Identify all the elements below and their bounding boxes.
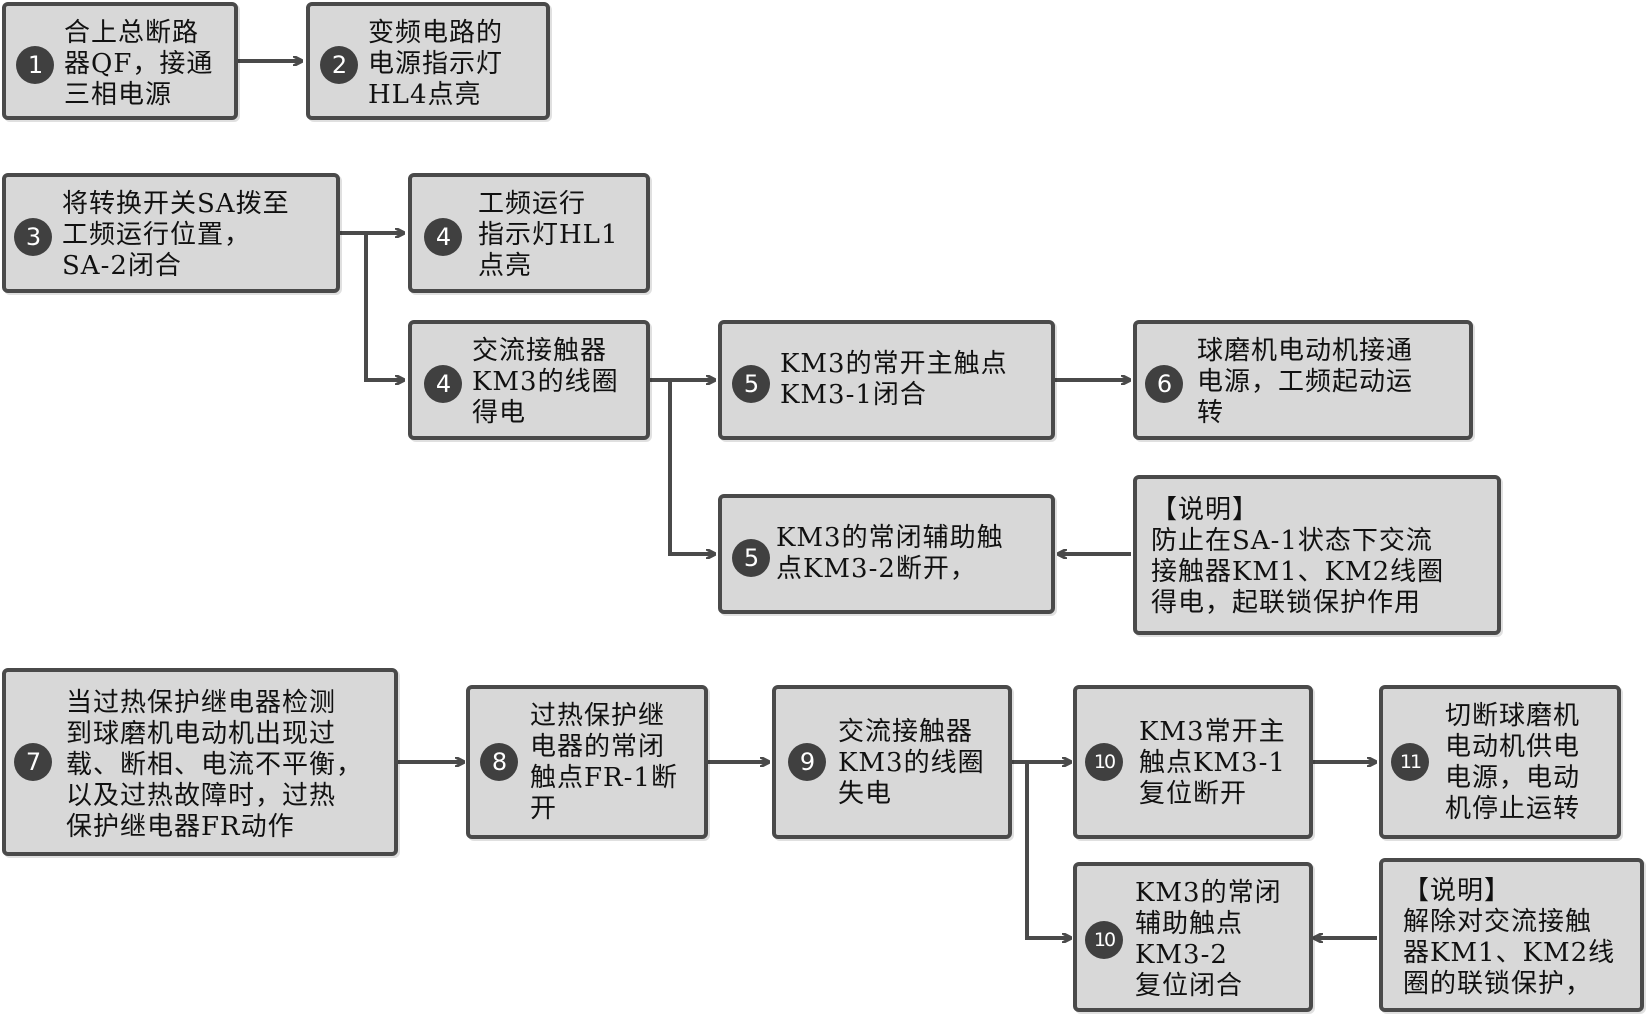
note-text: 【说明】 防止在SA-1状态下交流 接触器KM1、KM2线圈 得电，起联锁保护作…	[1151, 495, 1445, 618]
step-text: 切断球磨机 电动机供电 电源，电动 机停止运转	[1445, 701, 1581, 824]
arrow-4b-to-5b	[668, 380, 715, 554]
step-number-badge: 9	[788, 743, 826, 781]
step-11-box: 11 切断球磨机 电动机供电 电源，电动 机停止运转	[1379, 685, 1621, 839]
step-number-badge: 6	[1145, 365, 1183, 403]
arrow-9-to-10b	[1025, 762, 1071, 938]
step-10a-box: 10 KM3常开主 触点KM3-1 复位断开	[1073, 685, 1313, 839]
step-5a-box: 5 KM3的常开主触点 KM3-1闭合	[718, 320, 1055, 440]
step-number-badge: 2	[320, 46, 358, 84]
note-box-2: 【说明】 解除对交流接触 器KM1、KM2线 圈的联锁保护，	[1379, 858, 1644, 1012]
step-number-badge: 1	[16, 46, 54, 84]
step-text: 球磨机电动机接通 电源，工频起动运 转	[1197, 336, 1414, 428]
step-9-box: 9 交流接触器 KM3的线圈 失电	[772, 685, 1012, 839]
step-text: 交流接触器 KM3的线圈 失电	[838, 717, 985, 809]
step-number-badge: 10	[1085, 921, 1123, 959]
step-number-badge: 3	[14, 218, 52, 256]
step-3-box: 3 将转换开关SA拨至 工频运行位置， SA-2闭合	[2, 173, 340, 293]
step-text: 变频电路的 电源指示灯 HL4点亮	[368, 18, 504, 110]
step-number-badge: 7	[14, 743, 52, 781]
step-1-box: 1 合上总断路 器QF，接通 三相电源	[2, 2, 238, 120]
step-6-box: 6 球磨机电动机接通 电源，工频起动运 转	[1133, 320, 1473, 440]
step-text: 合上总断路 器QF，接通 三相电源	[64, 18, 214, 110]
step-number-badge: 5	[732, 539, 770, 577]
step-text: 交流接触器 KM3的线圈 得电	[472, 336, 619, 428]
note-box-1: 【说明】 防止在SA-1状态下交流 接触器KM1、KM2线圈 得电，起联锁保护作…	[1133, 475, 1501, 635]
step-number-badge: 8	[480, 743, 518, 781]
step-2-box: 2 变频电路的 电源指示灯 HL4点亮	[306, 2, 550, 120]
step-10b-box: 10 KM3的常闭 辅助触点 KM3-2 复位闭合	[1073, 862, 1313, 1012]
step-text: KM3常开主 触点KM3-1 复位断开	[1139, 717, 1286, 809]
step-4a-box: 4 工频运行 指示灯HL1 点亮	[408, 173, 650, 293]
step-4b-box: 4 交流接触器 KM3的线圈 得电	[408, 320, 650, 440]
step-text: KM3的常开主触点 KM3-1闭合	[780, 349, 1008, 410]
step-7-box: 7 当过热保护继电器检测 到球磨机电动机出现过 载、断相、电流不平衡， 以及过热…	[2, 668, 398, 856]
step-text: 当过热保护继电器检测 到球磨机电动机出现过 载、断相、电流不平衡， 以及过热故障…	[66, 688, 364, 842]
step-number-badge: 10	[1085, 743, 1123, 781]
step-text: 过热保护继 电器的常闭 触点FR-1断 开	[530, 701, 678, 824]
step-text: KM3的常闭辅助触 点KM3-2断开，	[776, 523, 1004, 584]
step-text: 工频运行 指示灯HL1 点亮	[478, 189, 619, 281]
step-5b-box: 5 KM3的常闭辅助触 点KM3-2断开，	[718, 494, 1055, 614]
note-text: 【说明】 解除对交流接触 器KM1、KM2线 圈的联锁保护，	[1403, 876, 1616, 999]
step-number-badge: 4	[424, 365, 462, 403]
step-number-badge: 4	[424, 218, 462, 256]
arrow-3-to-4b	[364, 233, 404, 380]
step-8-box: 8 过热保护继 电器的常闭 触点FR-1断 开	[466, 685, 708, 839]
step-number-badge: 11	[1391, 743, 1429, 781]
step-text: 将转换开关SA拨至 工频运行位置， SA-2闭合	[62, 189, 290, 281]
step-text: KM3的常闭 辅助触点 KM3-2 复位闭合	[1135, 878, 1282, 1001]
step-number-badge: 5	[732, 365, 770, 403]
